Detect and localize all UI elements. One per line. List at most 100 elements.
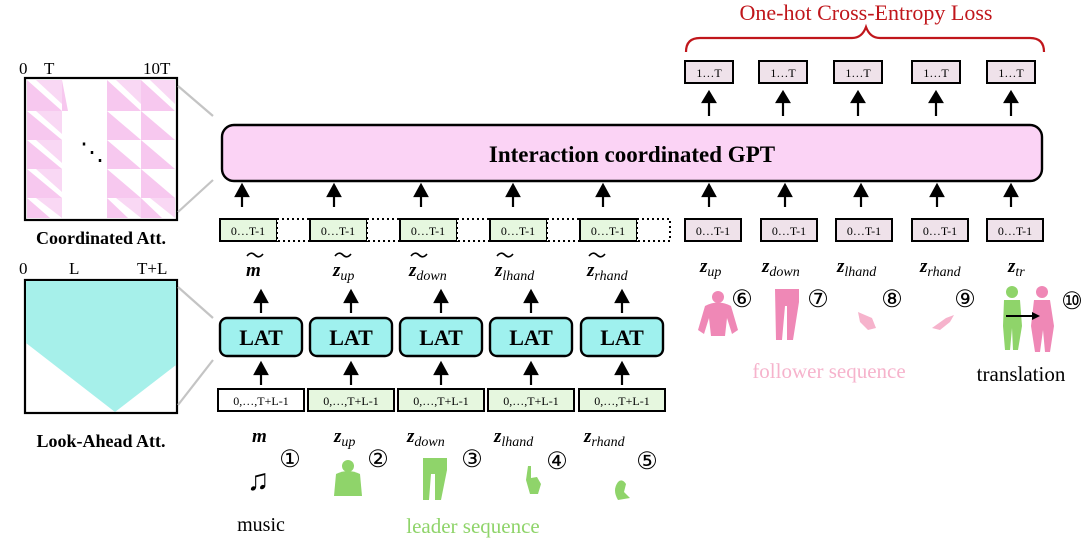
lookahead-band bbox=[26, 281, 176, 412]
lat-input-token: 0,…,T+L-1 bbox=[487, 388, 575, 412]
follower-upper-body-figure bbox=[698, 291, 738, 336]
follower-label: zrhand bbox=[919, 256, 962, 280]
leader-latent-token: 0…T-1 bbox=[579, 218, 671, 242]
svg-text:1…T: 1…T bbox=[845, 66, 871, 80]
leader-number: ② bbox=[367, 447, 389, 473]
loss-brace bbox=[684, 23, 1046, 53]
svg-text:0…T-1: 0…T-1 bbox=[501, 224, 535, 238]
coord-tick-mid: T bbox=[44, 59, 55, 78]
follower-token: 0…T-1 bbox=[911, 218, 969, 242]
coord-attention-triangles bbox=[27, 80, 175, 218]
follower-label: zlhand bbox=[836, 256, 877, 280]
lat-input-token: 0,…,T+L-1 bbox=[578, 388, 666, 412]
leader-number: ① bbox=[279, 447, 301, 473]
svg-text:0…T-1: 0…T-1 bbox=[923, 224, 957, 238]
svg-text:1…T: 1…T bbox=[770, 66, 796, 80]
svg-text:1…T: 1…T bbox=[923, 66, 949, 80]
leader-latent-tokens: 0…T-1 0…T-1 0…T-1 0…T-1 0…T-1 bbox=[219, 218, 671, 242]
coord-ellipsis: ⋱ bbox=[80, 140, 104, 166]
follower-tokens: 0…T-1 0…T-1 0…T-1 0…T-1 0…T-1 bbox=[684, 218, 1044, 242]
leader-number: ③ bbox=[461, 447, 483, 473]
leader-sequence-label: leader sequence bbox=[406, 514, 540, 538]
follower-number: ⑧ bbox=[881, 287, 903, 313]
leader-right-hand-figure bbox=[615, 480, 630, 500]
follower-token: 0…T-1 bbox=[986, 218, 1044, 242]
gpt-label: Interaction coordinated GPT bbox=[489, 142, 775, 167]
leader-label: zup bbox=[333, 426, 355, 450]
leader-latent-token: 0…T-1 bbox=[489, 218, 581, 242]
svg-text:LAT: LAT bbox=[600, 325, 644, 350]
follower-number: ⑨ bbox=[954, 287, 976, 313]
lat-block: LAT bbox=[308, 316, 394, 358]
lookahead-attention-map: 0 L T+L Look-Ahead Att. bbox=[19, 259, 179, 451]
lat-input-token: 0,…,T+L-1 bbox=[217, 388, 305, 412]
svg-text:zup: zup bbox=[332, 260, 354, 284]
leader-latent-label: zrhand bbox=[586, 252, 629, 284]
output-token: 1…T bbox=[684, 60, 734, 84]
leader-latent-label: zdown bbox=[408, 252, 447, 284]
svg-text:zrhand: zrhand bbox=[586, 260, 629, 284]
leader-latent-label: zup bbox=[332, 252, 354, 284]
coord-tick-start: 0 bbox=[19, 59, 28, 78]
coord-attention-title: Coordinated Att. bbox=[36, 228, 166, 248]
lookahead-zoom-lines bbox=[177, 286, 214, 406]
svg-text:0,…,T+L-1: 0,…,T+L-1 bbox=[323, 394, 378, 408]
svg-text:m: m bbox=[246, 260, 261, 281]
lat-block: LAT bbox=[218, 316, 304, 358]
lat-blocks: LAT LAT LAT LAT LAT bbox=[218, 316, 665, 358]
translation-follower-figure bbox=[1031, 286, 1054, 352]
output-token: 1…T bbox=[833, 60, 883, 84]
svg-text:0…T-1: 0…T-1 bbox=[998, 224, 1032, 238]
la-tick-start: 0 bbox=[19, 259, 28, 278]
svg-text:0,…,T+L-1: 0,…,T+L-1 bbox=[413, 394, 468, 408]
svg-text:1…T: 1…T bbox=[696, 66, 722, 80]
follower-token: 0…T-1 bbox=[760, 218, 818, 242]
leader-labels: m zup zdown zlhand zrhand bbox=[252, 426, 626, 450]
leader-latent-token: 0…T-1 bbox=[219, 218, 311, 242]
follower-labels: zup zdown zlhand zrhand ztr bbox=[699, 256, 1025, 280]
lookahead-attention-title: Look-Ahead Att. bbox=[36, 431, 165, 451]
lat-input-token: 0,…,T+L-1 bbox=[307, 388, 395, 412]
follower-numbers: ⑥ ⑦ ⑧ ⑨ ⑩ bbox=[731, 287, 1083, 315]
leader-lower-body-figure bbox=[423, 458, 447, 500]
follower-token: 0…T-1 bbox=[684, 218, 742, 242]
svg-text:LAT: LAT bbox=[239, 325, 283, 350]
gpt-block bbox=[220, 123, 1044, 183]
lat-input-arrows bbox=[253, 360, 630, 385]
leader-latent-label: m bbox=[246, 252, 264, 281]
follower-lower-body-figure bbox=[775, 289, 799, 340]
leader-gpt-arrows bbox=[234, 182, 611, 207]
lat-input-tokens: 0,…,T+L-1 0,…,T+L-1 0,…,T+L-1 0,…,T+L-1 … bbox=[217, 388, 666, 412]
la-tick-end: T+L bbox=[137, 259, 167, 278]
svg-text:zdown: zdown bbox=[408, 260, 447, 284]
lat-input-token: 0,…,T+L-1 bbox=[397, 388, 485, 412]
translation-leader-figure bbox=[1003, 286, 1022, 350]
music-icon: ♫ bbox=[247, 464, 270, 497]
svg-text:0…T-1: 0…T-1 bbox=[696, 224, 730, 238]
translation-label: translation bbox=[977, 362, 1066, 386]
svg-text:0,…,T+L-1: 0,…,T+L-1 bbox=[503, 394, 558, 408]
follower-number: ⑦ bbox=[807, 287, 829, 313]
svg-text:LAT: LAT bbox=[419, 325, 463, 350]
music-label: music bbox=[237, 514, 285, 536]
output-token: 1…T bbox=[986, 60, 1036, 84]
lat-block: LAT bbox=[579, 316, 665, 358]
follower-gpt-arrows bbox=[701, 182, 1019, 207]
leader-latent-token: 0…T-1 bbox=[309, 218, 401, 242]
svg-text:0…T-1: 0…T-1 bbox=[411, 224, 445, 238]
coordinated-attention-map: 0 T 10T ⋱ Coordinated Att. bbox=[19, 59, 179, 248]
svg-text:LAT: LAT bbox=[509, 325, 553, 350]
leader-latent-label: zlhand bbox=[494, 252, 535, 284]
output-arrows bbox=[701, 89, 1019, 116]
leader-label: zdown bbox=[406, 426, 445, 450]
follower-token: 0…T-1 bbox=[835, 218, 893, 242]
translation-figures bbox=[1003, 286, 1054, 352]
output-token: 1…T bbox=[911, 60, 961, 84]
leader-number: ④ bbox=[546, 449, 568, 475]
la-tick-mid: L bbox=[69, 259, 79, 278]
svg-text:0,…,T+L-1: 0,…,T+L-1 bbox=[594, 394, 649, 408]
leader-label: m bbox=[252, 426, 267, 447]
follower-number: ⑩ bbox=[1061, 289, 1083, 315]
lat-output-arrows bbox=[253, 288, 630, 313]
lat-block: LAT bbox=[488, 316, 574, 358]
